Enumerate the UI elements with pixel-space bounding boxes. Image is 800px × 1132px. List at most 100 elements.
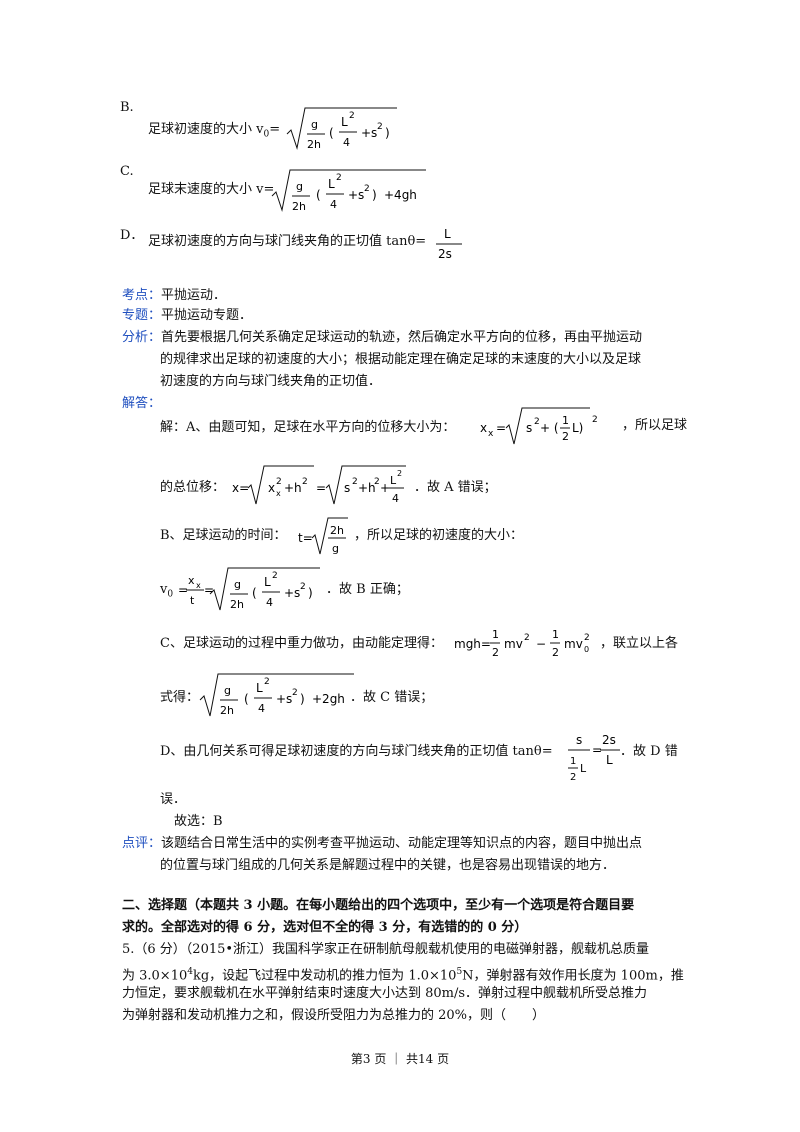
svg-text:=: = (204, 583, 214, 597)
comment-row: 点评：该题结合日常生活中的实例考查平抛运动、动能定理等知识点的内容，题目中抛出点 (122, 834, 642, 854)
q5-line3: 力恒定，要求舰载机在水平弹射结束时速度大小达到 80m/s．弹射过程中舰载机所受… (122, 986, 648, 1001)
q5-line2: 为 3.0×104kg，设起飞过程中发动机的推力恒为 1.0×105N，弹射器有… (122, 962, 684, 986)
svg-text:t=: t= (298, 531, 313, 545)
comment-line-2: 的位置与球门组成的几何关系是解题过程中的关键，也是容易出现错误的地方． (160, 858, 616, 873)
svg-text:4: 4 (258, 702, 265, 715)
option-b-letter: B. (120, 100, 134, 115)
svg-text:(: ( (244, 692, 249, 706)
q5-l2-sup1: 4 (187, 967, 193, 977)
svg-text:mv: mv (564, 637, 583, 651)
kaodian-row: 考点：平抛运动． (122, 286, 226, 306)
zhuanti-text: 平抛运动专题． (161, 308, 253, 323)
sol-a-line1: 解：A、由题可知，足球在水平方向的位移大小为： (160, 420, 456, 435)
svg-text:2: 2 (374, 477, 380, 487)
svg-text:2: 2 (570, 772, 576, 783)
svg-text:4: 4 (343, 136, 350, 149)
svg-text:2: 2 (492, 646, 499, 659)
svg-text:2: 2 (552, 646, 559, 659)
svg-text:s: s (526, 421, 532, 435)
sol-d-line1-end: ．故 D 错 (620, 744, 678, 759)
q5-line4: 为弹射器和发动机推力之和，假设所受阻力为总推力的 20%，则（ ） (122, 1008, 546, 1023)
option-d-letter: D． (120, 228, 144, 243)
svg-text:): ) (300, 692, 305, 706)
section-heading-line1: 二、选择题（本题共 3 小题。在每小题给出的四个选项中，至少有一个选项是符合题目… (122, 898, 635, 913)
svg-text:x: x (268, 481, 275, 495)
sol-b-v-sub: 0 (167, 589, 174, 600)
sol-b-line1: B、足球运动的时间： (160, 528, 287, 543)
svg-text:L: L (444, 227, 451, 241)
svg-text:+: + (380, 481, 390, 495)
svg-text:x: x (196, 581, 201, 590)
svg-text:s: s (576, 733, 582, 747)
sol-d-formula: s 1 2 L = 2s L (568, 733, 620, 783)
svg-text:+h: +h (358, 481, 376, 495)
svg-text:1: 1 (570, 756, 576, 767)
svg-text:=: = (316, 481, 326, 495)
svg-text:L: L (328, 177, 335, 191)
svg-text:(: ( (316, 188, 321, 202)
svg-text:g: g (224, 684, 231, 697)
svg-text:L: L (606, 753, 613, 767)
zhuanti-row: 专题：平抛运动专题． (122, 306, 252, 326)
sol-d-line1: D、由几何关系可得足球初速度的方向与球门线夹角的正切值 tanθ= (160, 744, 553, 759)
option-b-label: 足球初速度的大小 v (148, 122, 264, 137)
svg-text:L: L (256, 681, 263, 695)
svg-text:+h: +h (284, 481, 302, 495)
svg-text:2: 2 (592, 415, 598, 425)
svg-text:(: ( (329, 126, 334, 140)
option-d-text: 足球初速度的方向与球门线夹角的正切值 tanθ= (148, 234, 427, 249)
q5-l2-b: kg，设起飞过程中发动机的推力恒为 1.0×10 (192, 968, 457, 984)
option-b-text: 足球初速度的大小 v0= (148, 120, 280, 145)
svg-text:L: L (341, 115, 348, 129)
fenxi-label: 分析： (122, 330, 162, 345)
svg-text:mv: mv (504, 637, 523, 651)
svg-text:1: 1 (552, 628, 559, 641)
svg-text:2: 2 (562, 430, 569, 443)
svg-text:x: x (276, 489, 281, 498)
svg-text:2h: 2h (330, 524, 344, 537)
svg-text:L): L) (572, 421, 583, 435)
svg-text:2: 2 (264, 677, 270, 687)
svg-text:x: x (488, 429, 494, 439)
svg-text:2s: 2s (438, 247, 452, 261)
svg-text:2: 2 (364, 184, 370, 194)
sol-a-line2: 的总位移： (160, 480, 226, 495)
svg-text:2h: 2h (292, 200, 306, 213)
svg-text:2h: 2h (230, 598, 244, 611)
sol-b-formula1: t= 2h g (298, 517, 348, 555)
svg-text:t: t (190, 594, 195, 607)
kaodian-label: 考点： (122, 288, 162, 303)
sol-b-line2-start: v0 (160, 580, 173, 605)
svg-text:2: 2 (272, 571, 278, 581)
svg-text:=: = (592, 743, 602, 757)
fenxi-line-1: 首先要根据几何关系确定足球运动的轨迹，然后确定水平方向的位移，再由平抛运动 (161, 330, 643, 345)
svg-text:2: 2 (397, 469, 402, 478)
svg-text:2: 2 (534, 417, 540, 427)
answer: 故选：B (174, 814, 223, 829)
svg-text:2: 2 (300, 582, 306, 592)
sol-b-line1-end: ，所以足球的初速度的大小： (354, 528, 524, 543)
svg-text:0: 0 (584, 645, 589, 654)
option-b-eq: = (269, 122, 281, 137)
svg-text:2: 2 (584, 633, 590, 643)
section-heading-line2: 求的。全部选对的得 6 分，选对但不全的得 3 分，有选错的的 0 分） (122, 920, 528, 935)
svg-text:g: g (296, 180, 303, 193)
svg-text:): ) (372, 188, 377, 202)
svg-text:L: L (580, 762, 587, 775)
svg-text:=: = (178, 583, 188, 597)
svg-text:+s: +s (276, 692, 292, 706)
q5-l2-c: N，弹射器有效作用长度为 100m，推 (462, 968, 684, 984)
svg-text:x: x (480, 421, 487, 435)
kaodian-text: 平抛运动． (161, 288, 227, 303)
comment-line-1: 该题结合日常生活中的实例考查平抛运动、动能定理等知识点的内容，题目中抛出点 (161, 836, 643, 851)
svg-text:g: g (332, 542, 339, 555)
svg-text:(: ( (252, 586, 257, 600)
option-b-sub: 0 (263, 129, 270, 140)
svg-text:2: 2 (524, 633, 530, 643)
sol-c-line1-end: ，联立以上各 (600, 636, 679, 651)
